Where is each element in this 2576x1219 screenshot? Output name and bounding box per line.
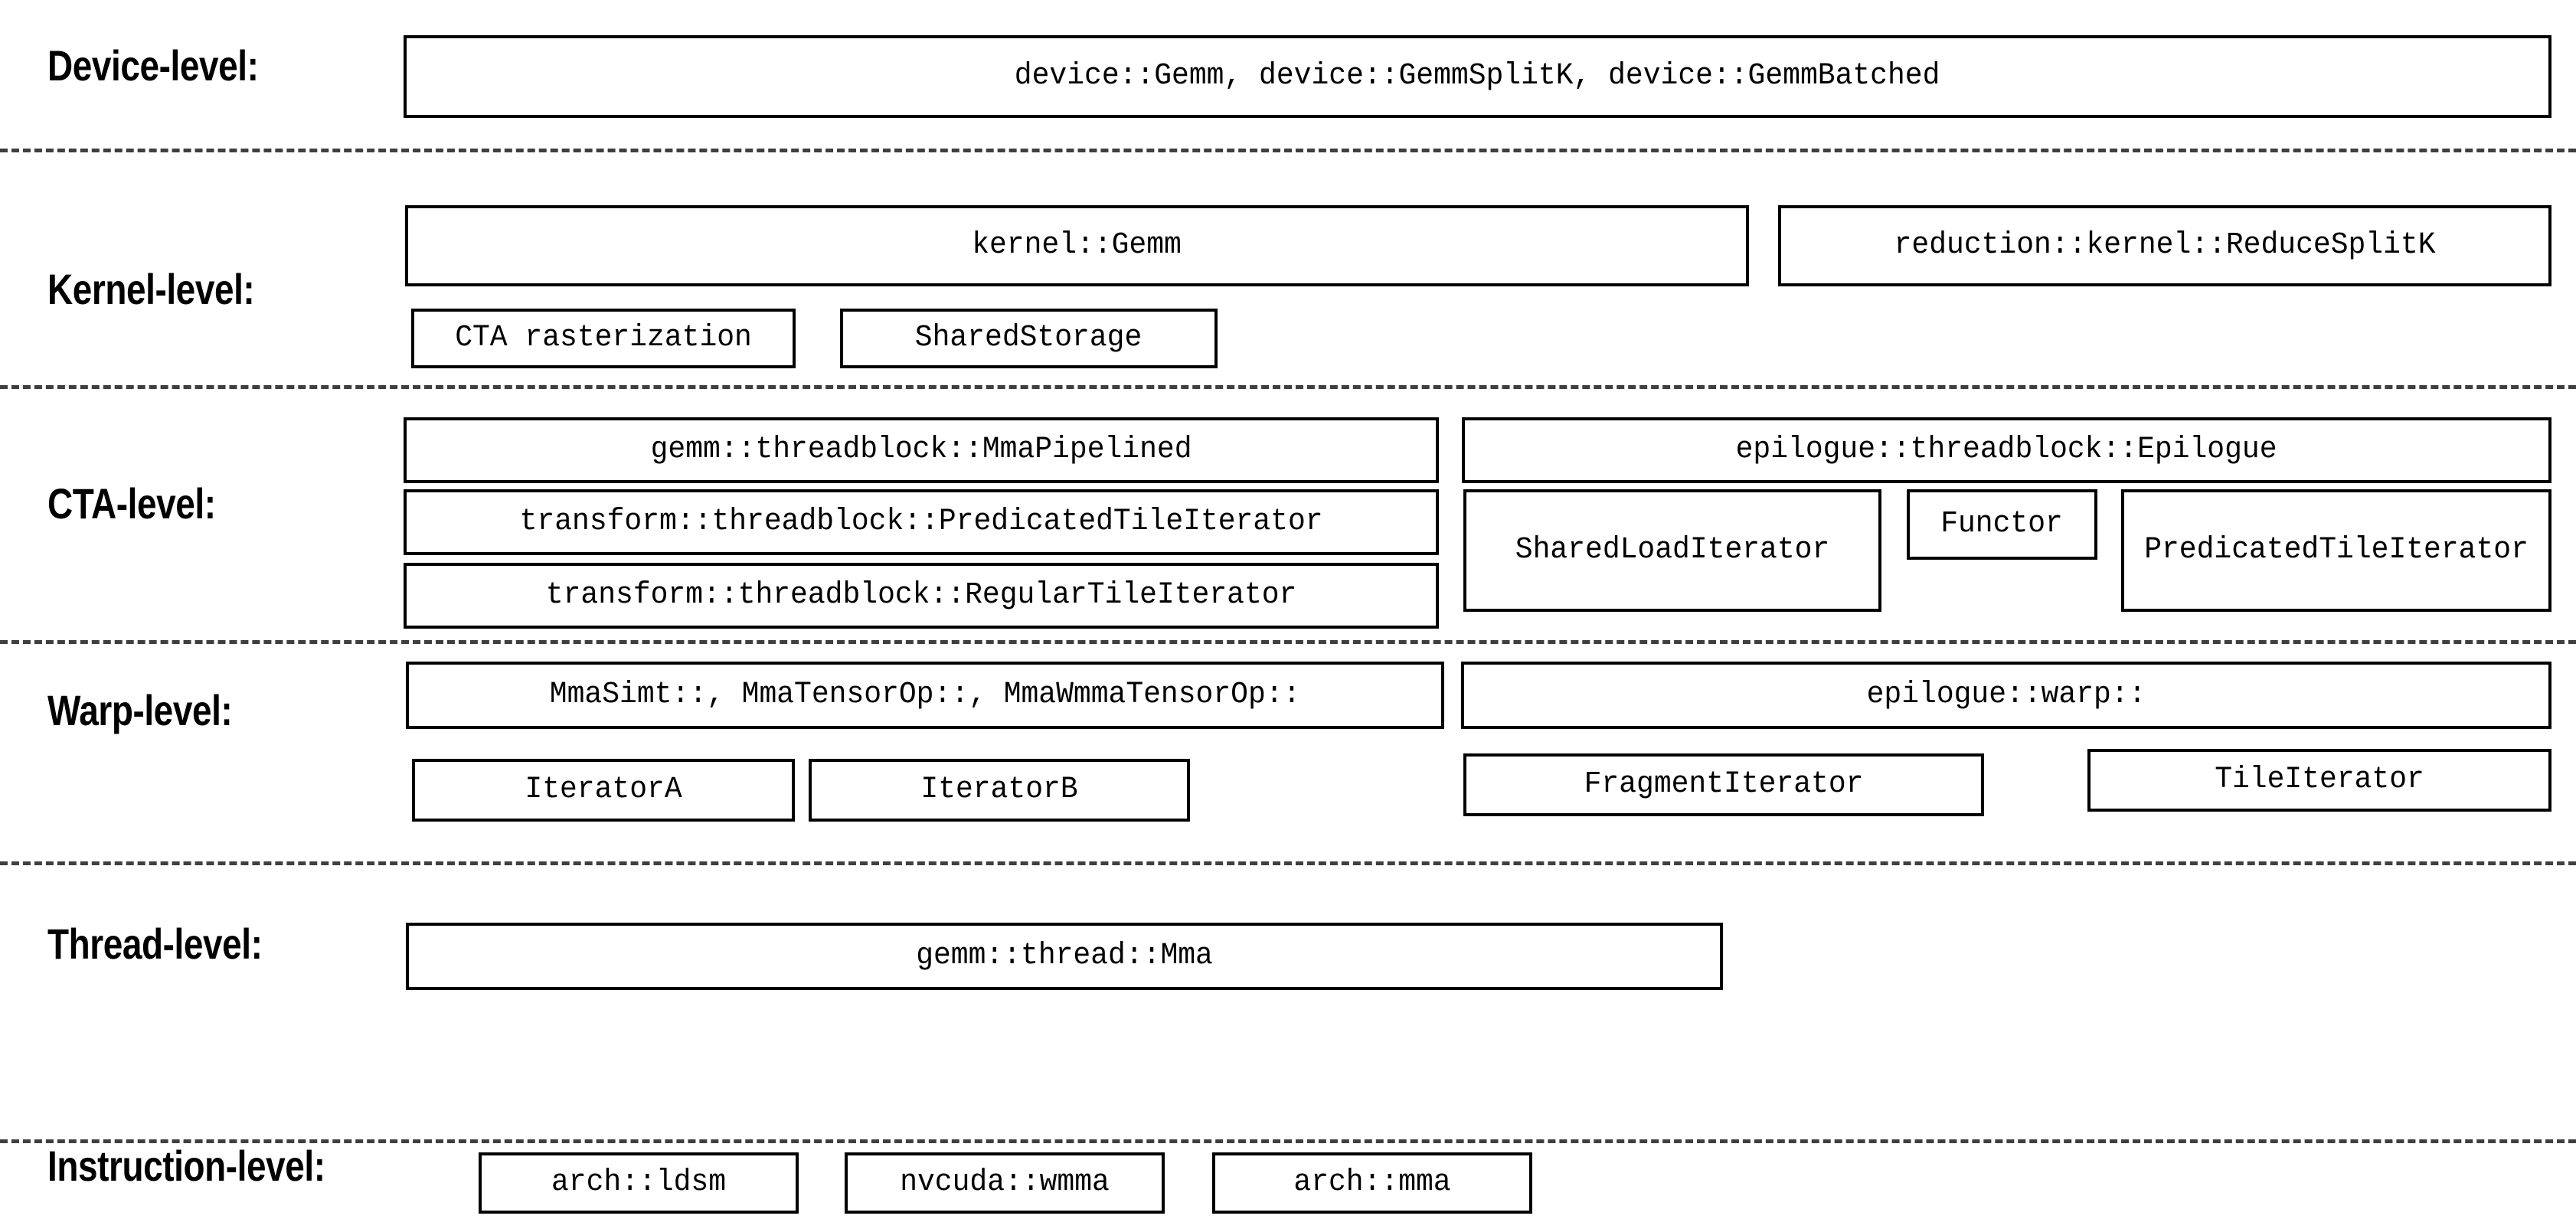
box-nvcuda-wmma[interactable]: nvcuda::wmma	[845, 1152, 1165, 1214]
box-iterator-a[interactable]: IteratorA	[412, 759, 795, 822]
box-label-device-gemm: device::Gemm, device::GemmSplitK, device…	[1015, 59, 1940, 93]
box-label-functor: Functor	[1940, 507, 2064, 541]
level-label-cta: CTA-level:	[47, 479, 216, 528]
box-label-epilogue-threadblock-epilogue: epilogue::threadblock::Epilogue	[1736, 433, 2277, 467]
box-label-transform-threadblock-regulartileiterator: transform::threadblock::RegularTileItera…	[545, 578, 1297, 613]
box-iterator-b[interactable]: IteratorB	[809, 759, 1190, 822]
box-functor[interactable]: Functor	[1907, 489, 2097, 560]
box-predicated-tile-iterator[interactable]: PredicatedTileIterator	[2121, 489, 2551, 612]
box-cta-rasterization[interactable]: CTA rasterization	[411, 309, 796, 368]
level-label-warp: Warp-level:	[47, 686, 233, 734]
box-label-gemm-thread-mma: gemm::thread::Mma	[916, 939, 1213, 973]
box-label-cta-rasterization: CTA rasterization	[455, 321, 752, 355]
box-label-iterator-a: IteratorA	[525, 773, 682, 807]
box-device-gemm[interactable]: device::Gemm, device::GemmSplitK, device…	[404, 35, 2551, 118]
level-label-kernel: Kernel-level:	[47, 265, 255, 313]
box-arch-mma[interactable]: arch::mma	[1212, 1152, 1532, 1214]
divider-warp-thread	[0, 861, 2576, 865]
divider-kernel-cta	[0, 385, 2576, 389]
box-label-predicated-tile-iterator: PredicatedTileIterator	[2144, 533, 2529, 567]
box-label-shared-storage: SharedStorage	[915, 321, 1143, 355]
divider-thread-instruction	[0, 1139, 2576, 1143]
box-label-fragment-iterator: FragmentIterator	[1584, 767, 1864, 802]
box-epilogue-warp[interactable]: epilogue::warp::	[1461, 662, 2551, 729]
box-transform-threadblock-predicatedtileiterator[interactable]: transform::threadblock::PredicatedTileIt…	[404, 489, 1439, 555]
box-mma-variants[interactable]: MmaSimt::, MmaTensorOp::, MmaWmmaTensorO…	[406, 662, 1444, 729]
box-shared-load-iterator[interactable]: SharedLoadIterator	[1463, 489, 1881, 612]
level-label-thread: Thread-level:	[47, 920, 263, 968]
box-reduction-kernel-reducesplitk[interactable]: reduction::kernel::ReduceSplitK	[1778, 205, 2551, 286]
box-label-shared-load-iterator: SharedLoadIterator	[1515, 533, 1830, 567]
box-label-kernel-gemm: kernel::Gemm	[972, 228, 1182, 263]
box-gemm-threadblock-mmapipelined[interactable]: gemm::threadblock::MmaPipelined	[404, 417, 1439, 483]
box-label-transform-threadblock-predicatedtileiterator: transform::threadblock::PredicatedTileIt…	[519, 505, 1323, 539]
level-label-instruction: Instruction-level:	[47, 1142, 325, 1190]
box-label-arch-ldsm: arch::ldsm	[551, 1165, 727, 1200]
box-shared-storage[interactable]: SharedStorage	[840, 309, 1218, 368]
box-gemm-thread-mma[interactable]: gemm::thread::Mma	[406, 923, 1723, 990]
box-fragment-iterator[interactable]: FragmentIterator	[1463, 753, 1984, 816]
box-label-mma-variants: MmaSimt::, MmaTensorOp::, MmaWmmaTensorO…	[549, 678, 1301, 712]
divider-device-kernel	[0, 149, 2576, 152]
box-label-gemm-threadblock-mmapipelined: gemm::threadblock::MmaPipelined	[650, 433, 1192, 467]
box-kernel-gemm[interactable]: kernel::Gemm	[405, 205, 1749, 286]
box-transform-threadblock-regulartileiterator[interactable]: transform::threadblock::RegularTileItera…	[404, 563, 1439, 629]
box-label-iterator-b: IteratorB	[920, 773, 1078, 807]
box-label-reduction-kernel-reducesplitk: reduction::kernel::ReduceSplitK	[1894, 228, 2436, 263]
box-arch-ldsm[interactable]: arch::ldsm	[479, 1152, 799, 1214]
box-tile-iterator[interactable]: TileIterator	[2087, 749, 2551, 812]
box-label-nvcuda-wmma: nvcuda::wmma	[900, 1165, 1110, 1200]
box-label-tile-iterator: TileIterator	[2215, 763, 2424, 797]
level-label-device: Device-level:	[47, 41, 259, 90]
box-epilogue-threadblock-epilogue[interactable]: epilogue::threadblock::Epilogue	[1462, 417, 2551, 483]
box-label-epilogue-warp: epilogue::warp::	[1866, 678, 2146, 712]
box-label-arch-mma: arch::mma	[1293, 1165, 1451, 1200]
divider-cta-warp	[0, 640, 2576, 644]
